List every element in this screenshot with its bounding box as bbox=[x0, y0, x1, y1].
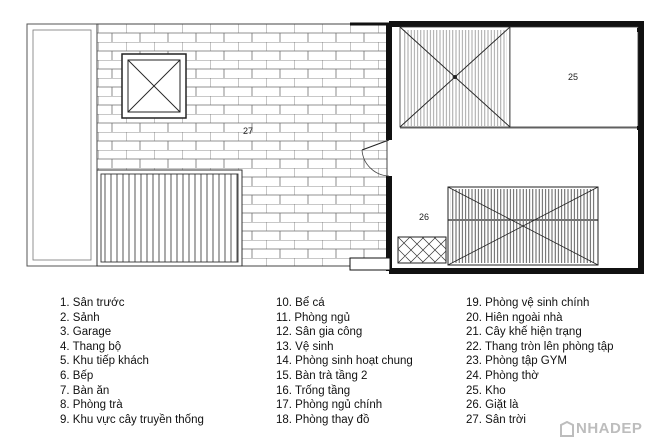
legend-item: 8. Phòng trà bbox=[60, 399, 123, 412]
legend-item: 19. Phòng vệ sinh chính bbox=[466, 297, 590, 309]
legend-item: 13. Vệ sinh bbox=[276, 340, 334, 353]
legend-item: 11. Phòng ngủ bbox=[276, 311, 350, 324]
legend-item: 24. Phòng thờ bbox=[466, 369, 539, 382]
legend-item: 16. Trống tầng bbox=[276, 384, 351, 397]
legend-item: 5. Khu tiếp khách bbox=[60, 355, 149, 368]
lower-stair bbox=[447, 186, 599, 266]
legend-item: 6. Bếp bbox=[60, 369, 94, 382]
watermark-text: NHADEP bbox=[576, 420, 643, 437]
legend-item: 23. Phòng tập GYM bbox=[466, 355, 568, 368]
watermark: NHADEP bbox=[560, 420, 642, 437]
indoor-block-walls bbox=[349, 21, 644, 274]
legend-item: 27. Sân trời bbox=[466, 413, 526, 426]
slatted-area bbox=[96, 169, 243, 267]
floor-plan: 27 26 25 bbox=[26, 21, 644, 274]
storage-25 bbox=[509, 26, 639, 128]
room-label-25: 25 bbox=[568, 72, 578, 82]
legend-item: 18. Phòng thay đồ bbox=[276, 413, 370, 426]
legend-item: 20. Hiên ngoài nhà bbox=[466, 311, 563, 324]
room-label-27: 27 bbox=[243, 126, 253, 136]
legend-item: 12. Sân gia công bbox=[276, 326, 363, 339]
legend-item: 26. Giặt là bbox=[466, 399, 519, 412]
legend-item: 9. Khu vực cây truyền thống bbox=[60, 413, 204, 426]
legend-item: 25. Kho bbox=[466, 384, 506, 397]
legend-item: 22. Thang tròn lên phòng tập bbox=[466, 340, 614, 353]
column-posts bbox=[637, 28, 641, 130]
legend-item: 17. Phòng ngủ chính bbox=[276, 399, 383, 412]
legend-item: 14. Phòng sinh hoạt chung bbox=[276, 355, 413, 368]
upper-stairwell bbox=[399, 26, 511, 128]
legend-item: 3. Garage bbox=[60, 326, 112, 339]
legend-item: 10. Bể cá bbox=[276, 297, 325, 309]
legend-item: 21. Cây khế hiện trạng bbox=[466, 326, 582, 339]
planter-block bbox=[397, 236, 447, 264]
room-label-26: 26 bbox=[419, 212, 429, 222]
legend-item: 15. Bàn trà tầng 2 bbox=[276, 369, 368, 382]
legend-item: 1. Sân trước bbox=[60, 297, 125, 309]
door-swing bbox=[361, 139, 390, 177]
legend-item: 2. Sảnh bbox=[60, 311, 100, 324]
legend-column-3: 19. Phòng vệ sinh chính 20. Hiên ngoài nh… bbox=[466, 296, 614, 427]
legend-item: 4. Thang bộ bbox=[60, 340, 122, 353]
legend-item: 7. Bàn ăn bbox=[60, 384, 110, 397]
front-strip bbox=[26, 23, 98, 267]
skylight bbox=[121, 53, 187, 119]
house-logo-icon bbox=[560, 420, 574, 437]
